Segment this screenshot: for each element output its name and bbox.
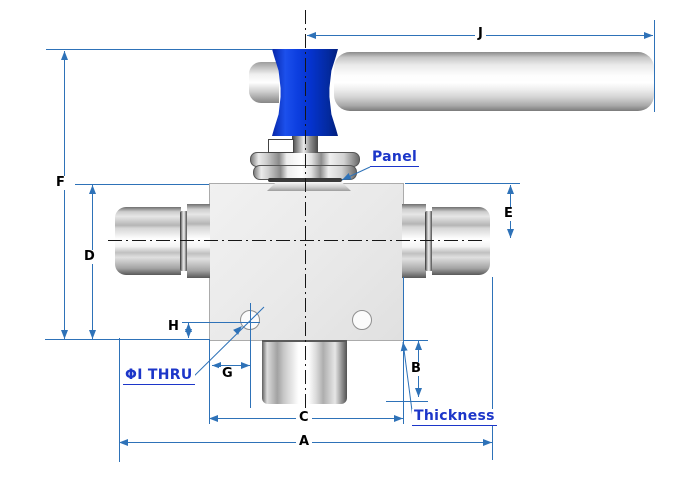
dim-label-j: J (475, 27, 486, 41)
mounting-hole-right (352, 310, 372, 330)
right-ferrule (425, 211, 433, 271)
right-port-nut (432, 207, 490, 275)
left-port-nut (115, 207, 181, 275)
valve-body (209, 183, 404, 341)
dim-label-f: F (53, 176, 68, 190)
stem-flat-detail (268, 139, 294, 153)
callout-panel: Panel (370, 149, 420, 167)
left-body-hex (187, 204, 210, 278)
dim-label-g: G (219, 367, 236, 381)
valve-stem (292, 133, 318, 153)
callout-bore: ΦI THRU (123, 367, 195, 385)
dim-label-d: D (81, 250, 98, 264)
left-ferrule (180, 211, 188, 271)
panel-nut-base (267, 182, 351, 191)
bottom-port-nut (262, 340, 347, 404)
handle-stub (249, 62, 279, 103)
handle-bar (334, 52, 654, 111)
dim-label-h: H (165, 320, 182, 334)
dim-label-c: C (296, 411, 312, 425)
handle-hub (272, 49, 338, 136)
right-body-hex (402, 204, 426, 278)
panel-nut-ring (268, 178, 342, 182)
dim-label-b: B (408, 362, 424, 376)
dim-label-a: A (296, 435, 313, 449)
dim-label-e: E (501, 207, 516, 221)
callout-thickness: Thickness (412, 408, 497, 426)
mounting-hole-left (240, 310, 260, 330)
